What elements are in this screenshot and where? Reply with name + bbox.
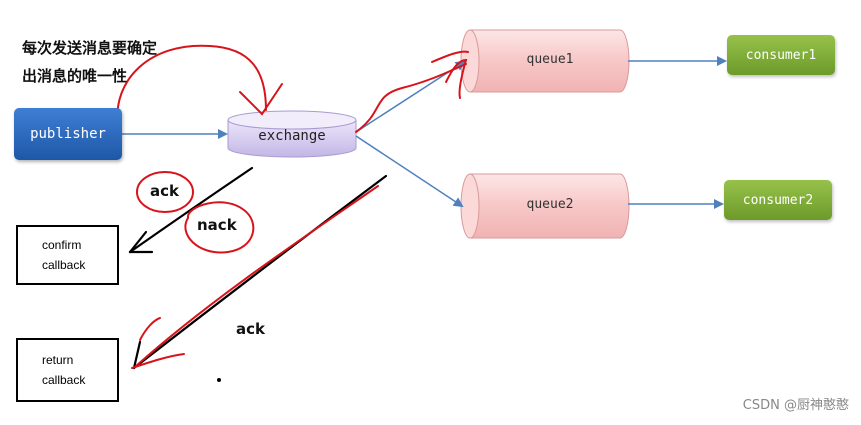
return-callback-box: return callback: [16, 338, 119, 402]
stray-dot: [217, 378, 221, 382]
return-callback-line-2: callback: [42, 370, 117, 390]
note-line-2: 出消息的唯一性: [22, 62, 157, 90]
nack-label: nack: [197, 216, 237, 234]
confirm-callback-box: confirm callback: [16, 225, 119, 285]
exchange-label: exchange: [228, 128, 356, 144]
consumer2-label: consumer2: [743, 193, 813, 208]
uniqueness-note: 每次发送消息要确定 出消息的唯一性: [22, 34, 157, 90]
consumer1-label: consumer1: [746, 48, 816, 63]
return-callback-line-1: return: [42, 350, 117, 370]
queue2-label: queue2: [480, 197, 620, 212]
publisher-node: publisher: [14, 108, 122, 160]
black-arrow-return: [134, 176, 386, 368]
ack-top-label: ack: [150, 182, 179, 200]
note-line-1: 每次发送消息要确定: [22, 34, 157, 62]
consumer1-node: consumer1: [727, 35, 835, 75]
arrow-exchange-to-queue2: [356, 136, 462, 206]
publisher-label: publisher: [30, 126, 106, 142]
watermark: CSDN @厨神憨憨: [743, 394, 849, 413]
confirm-callback-line-2: callback: [42, 255, 117, 275]
consumer2-node: consumer2: [724, 180, 832, 220]
confirm-callback-line-1: confirm: [42, 235, 117, 255]
queue1-label: queue1: [480, 52, 620, 67]
ack-bottom-label: ack: [236, 320, 265, 338]
